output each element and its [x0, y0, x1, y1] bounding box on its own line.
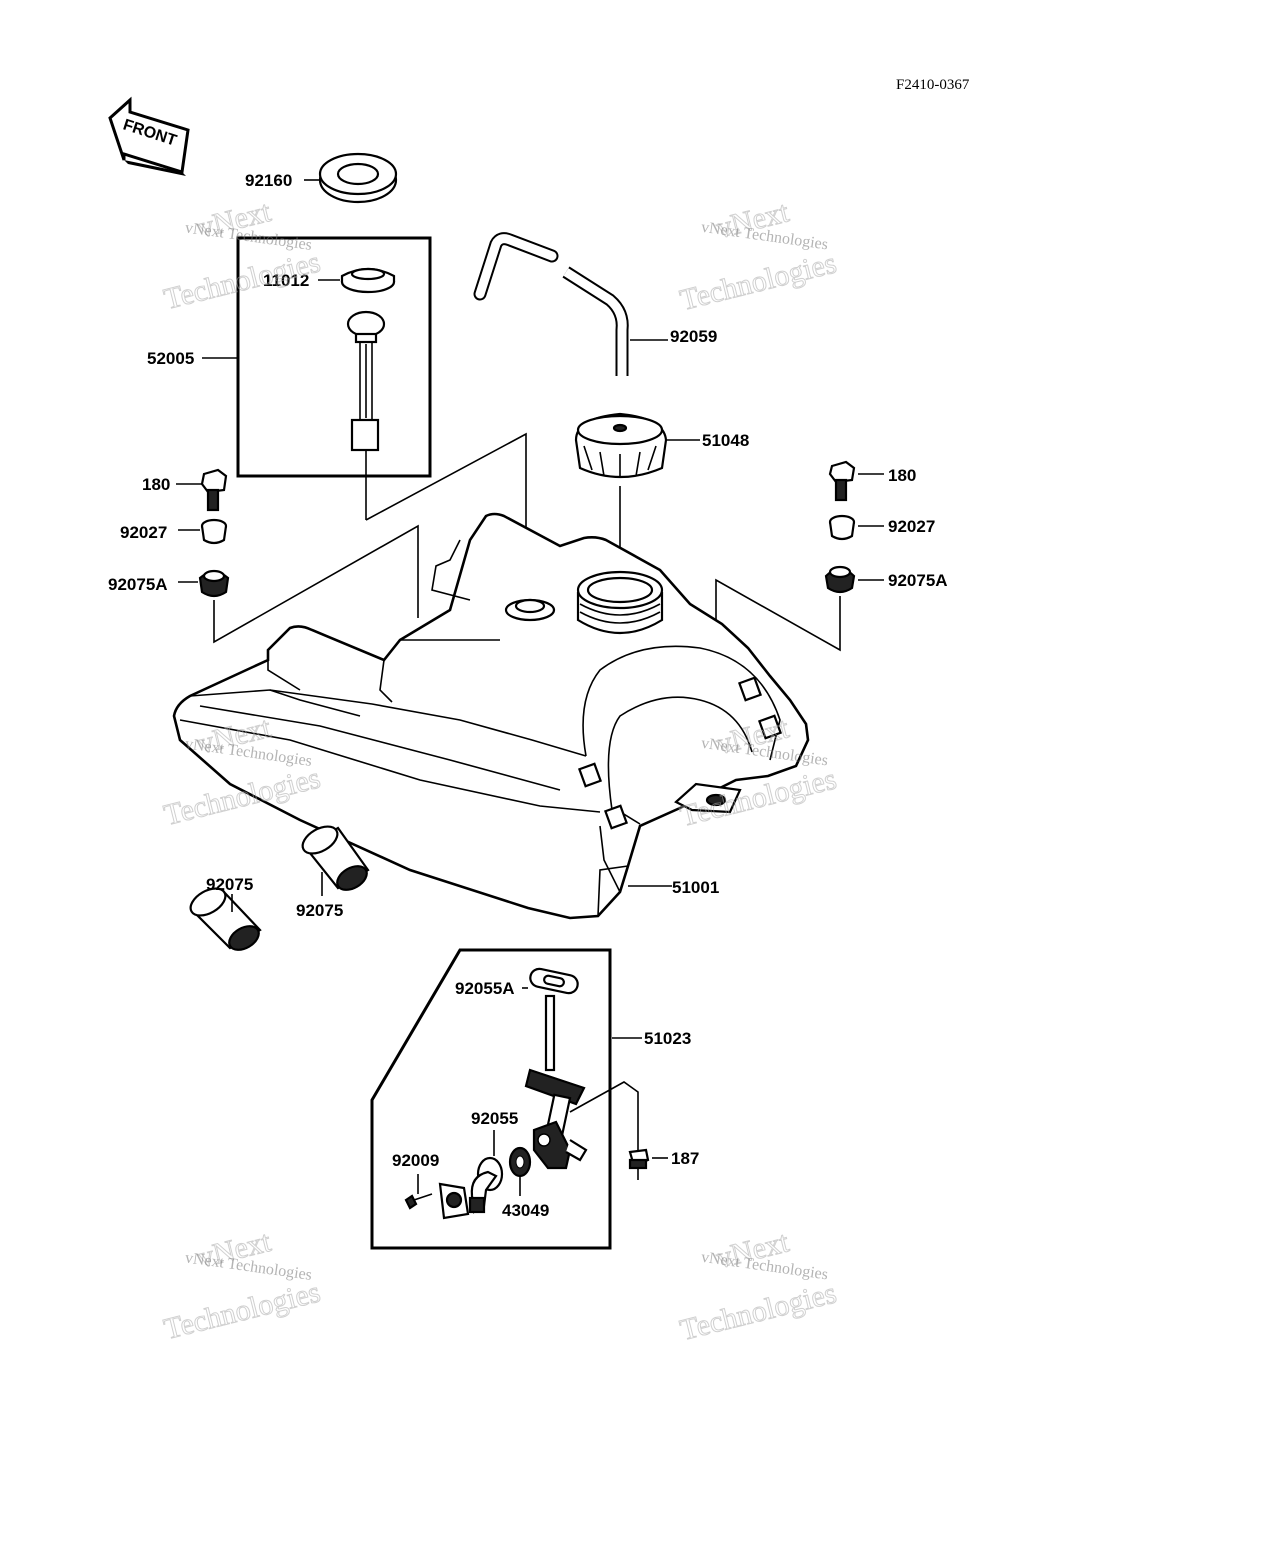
- watermark-top-right: vNext vNext Technologies Technologies: [676, 195, 840, 318]
- watermark-bottom-right: vNext vNext Technologies Technologies: [676, 1225, 840, 1348]
- label-92075A-left: 92075A: [108, 575, 168, 594]
- label-92055A: 92055A: [455, 979, 515, 998]
- label-92059: 92059: [670, 327, 717, 346]
- fuel-tank-51001: [172, 512, 810, 920]
- right-collar-92027: [828, 514, 856, 541]
- fuel-cock-assembly-box: [370, 948, 612, 1250]
- label-92075-b: 92075: [296, 901, 343, 920]
- label-51048: 51048: [702, 431, 749, 450]
- gasket-43049: [508, 1146, 532, 1178]
- label-43049: 43049: [502, 1201, 549, 1220]
- left-collar-92027: [200, 518, 228, 545]
- left-bolt-180: [200, 468, 228, 512]
- label-51023: 51023: [644, 1029, 691, 1048]
- label-187: 187: [671, 1149, 699, 1168]
- front-arrow-icon: FRONT: [108, 96, 190, 176]
- svg-text:Technologies: Technologies: [677, 246, 840, 317]
- svg-text:Technologies: Technologies: [677, 1276, 840, 1347]
- gauge-assembly-box: [236, 236, 432, 478]
- cover-plate-part: [438, 1182, 470, 1220]
- gasket-92055A: [529, 967, 579, 995]
- grommet-11012: [340, 267, 396, 294]
- fuel-cock-part: [524, 994, 588, 1170]
- label-11012: 11012: [263, 271, 309, 290]
- fuel-cap-51048: [574, 412, 668, 596]
- svg-text:Technologies: Technologies: [161, 1275, 324, 1346]
- right-bolt-180: [828, 460, 856, 502]
- breather-hose-92059: [473, 232, 629, 376]
- seal-ring-92160: [304, 152, 398, 204]
- watermark-top-left: vNext vNext Technologies Technologies: [160, 194, 324, 316]
- label-180-left: 180: [142, 475, 170, 494]
- lever-part: [468, 1170, 498, 1214]
- fuel-gauge-part: [346, 310, 386, 520]
- screw-187: [628, 1148, 650, 1180]
- label-92160: 92160: [245, 171, 292, 190]
- screw-92009: [404, 1193, 433, 1210]
- label-92009: 92009: [392, 1151, 439, 1170]
- collar-92075-b: [189, 887, 262, 951]
- svg-text:Technologies: Technologies: [161, 245, 324, 316]
- label-92027-right: 92027: [888, 517, 935, 536]
- label-180-right: 180: [888, 466, 916, 485]
- right-cushion-92075A: [824, 565, 856, 594]
- label-52005: 52005: [147, 349, 194, 368]
- label-92055: 92055: [471, 1109, 518, 1128]
- watermark-bottom-left: vNext vNext Technologies Technologies: [160, 1224, 324, 1346]
- collar-92075-a: [301, 825, 370, 891]
- label-92075A-right: 92075A: [888, 571, 948, 590]
- diagram-code: F2410-0367: [896, 77, 970, 93]
- left-cushion-92075A: [198, 569, 230, 598]
- label-92075-a: 92075: [206, 875, 253, 894]
- label-51001: 51001: [672, 878, 719, 897]
- label-92027-left: 92027: [120, 523, 167, 542]
